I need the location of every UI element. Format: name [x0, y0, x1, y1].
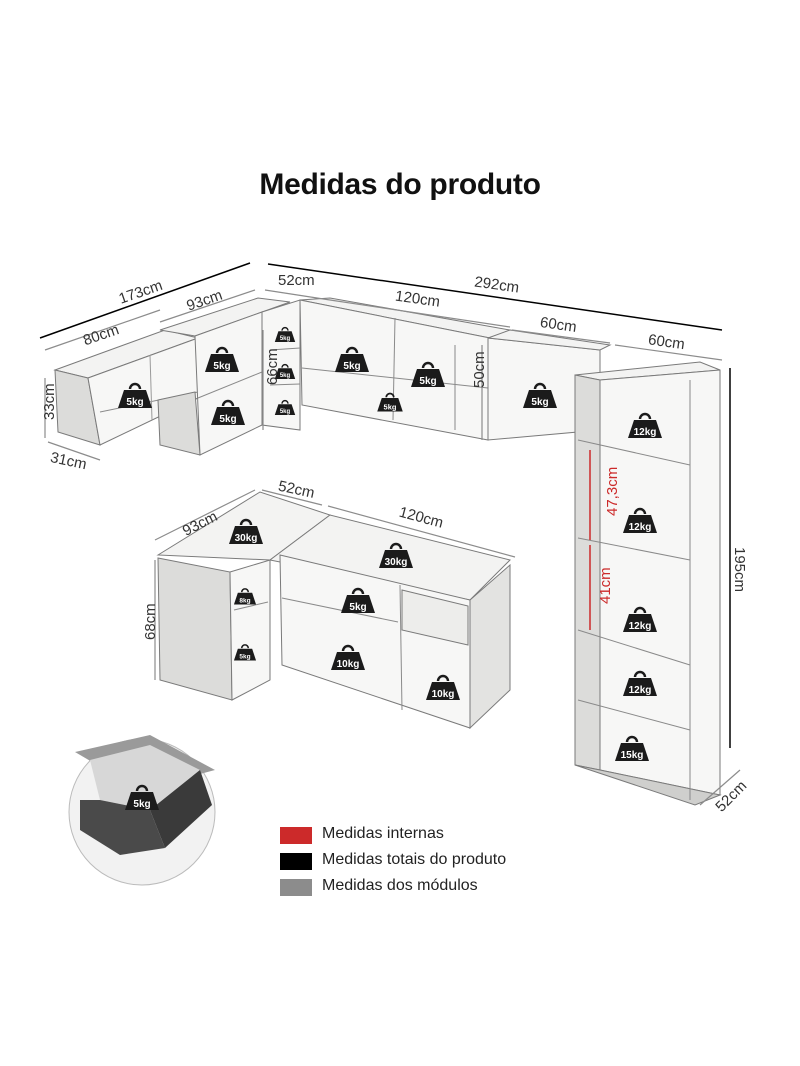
drawer-detail [68, 735, 216, 886]
weight-label: 12kg [629, 522, 652, 533]
weight-label: 12kg [629, 685, 652, 696]
dim-195: 195cm [731, 547, 748, 592]
weight-badge-desk-bottom-right: 10kg [424, 674, 462, 702]
weight-label: 5kg [280, 409, 291, 415]
weight-badge-upper-mid-right: 5kg [409, 361, 447, 389]
weight-badge-upper-corner-top: 5kg [203, 346, 241, 374]
total-dimension-lines [39, 262, 731, 748]
weight-label: 5kg [213, 361, 230, 372]
weight-label: 5kg [239, 654, 250, 661]
legend-swatch-black [280, 853, 312, 870]
weight-label: 8kg [239, 598, 250, 605]
weight-label: 5kg [280, 373, 291, 379]
legend-label: Medidas dos módulos [322, 877, 478, 894]
dim-60-b: 60cm [647, 331, 686, 353]
weight-badge-drawer: 5kg [123, 784, 161, 812]
weight-badge-tower-1: 12kg [626, 412, 664, 440]
weight-badge-tower-4: 12kg [621, 670, 659, 698]
weight-badge-narrow-3: 5kg [274, 399, 296, 416]
dim-66: 66cm [264, 348, 281, 385]
weight-label: 5kg [343, 361, 360, 372]
weight-label: 5kg [419, 376, 436, 387]
dim-47-3: 47,3cm [604, 467, 621, 516]
dim-60-a: 60cm [539, 314, 578, 336]
dim-68: 68cm [142, 603, 159, 640]
dim-80: 80cm [81, 321, 121, 349]
dim-173: 173cm [117, 277, 165, 308]
weight-badge-desk-shelf: 5kg [339, 587, 377, 615]
weight-badge-desk-bottom-left: 10kg [329, 644, 367, 672]
weight-badge-desk-corner-shelf-2: 5kg [233, 644, 257, 662]
weight-label: 5kg [280, 336, 291, 342]
weight-label: 12kg [629, 621, 652, 632]
dim-120-desk: 120cm [397, 504, 445, 532]
legend-swatch-grey [280, 879, 312, 896]
dim-33: 33cm [41, 383, 58, 420]
legend-swatch-red [280, 827, 312, 844]
upper-modules [53, 297, 612, 456]
weight-badge-upper-right: 5kg [521, 382, 559, 410]
dim-50: 50cm [471, 351, 488, 388]
weight-label: 15kg [621, 750, 644, 761]
dim-52-top: 52cm [278, 272, 315, 289]
weight-badge-tower-5: 15kg [613, 735, 651, 763]
dim-52-desk: 52cm [277, 478, 316, 502]
weight-label: 30kg [385, 557, 408, 568]
dim-41: 41cm [597, 567, 614, 604]
dim-31: 31cm [49, 449, 88, 473]
weight-badge-desk-top: 30kg [377, 542, 415, 570]
weight-label: 5kg [384, 402, 397, 411]
weight-label: 5kg [126, 397, 143, 408]
weight-label: 12kg [634, 427, 657, 438]
weight-badge-tower-3: 12kg [621, 606, 659, 634]
weight-label: 10kg [337, 659, 360, 670]
upper-corner-module [157, 297, 291, 456]
weight-label: 30kg [235, 533, 258, 544]
weight-badge-upper-left: 5kg [116, 382, 154, 410]
weight-label: 5kg [531, 397, 548, 408]
module-dimension-lines [44, 289, 741, 806]
weight-badge-narrow-1: 5kg [274, 326, 296, 343]
weight-label: 5kg [219, 414, 236, 425]
weight-label: 10kg [432, 689, 455, 700]
dim-292: 292cm [473, 273, 520, 296]
weight-badge-narrow-2: 5kg [274, 363, 296, 380]
weight-badge-desk-corner-shelf-1: 8kg [233, 588, 257, 606]
weight-label: 5kg [133, 799, 150, 810]
dim-120-top: 120cm [394, 288, 441, 311]
weight-badge-upper-mid-left: 5kg [333, 346, 371, 374]
legend-label: Medidas totais do produto [322, 851, 507, 868]
weight-badge-upper-corner-bottom: 5kg [209, 399, 247, 427]
weight-badge-desk-corner-top: 30kg [227, 518, 265, 546]
legend-label: Medidas internas [322, 825, 444, 842]
page-title: Medidas do produto [259, 168, 541, 201]
weight-badge-tower-2: 12kg [621, 507, 659, 535]
weight-badge-upper-mid-shelf: 5kg [376, 392, 404, 413]
weight-label: 5kg [349, 602, 366, 613]
